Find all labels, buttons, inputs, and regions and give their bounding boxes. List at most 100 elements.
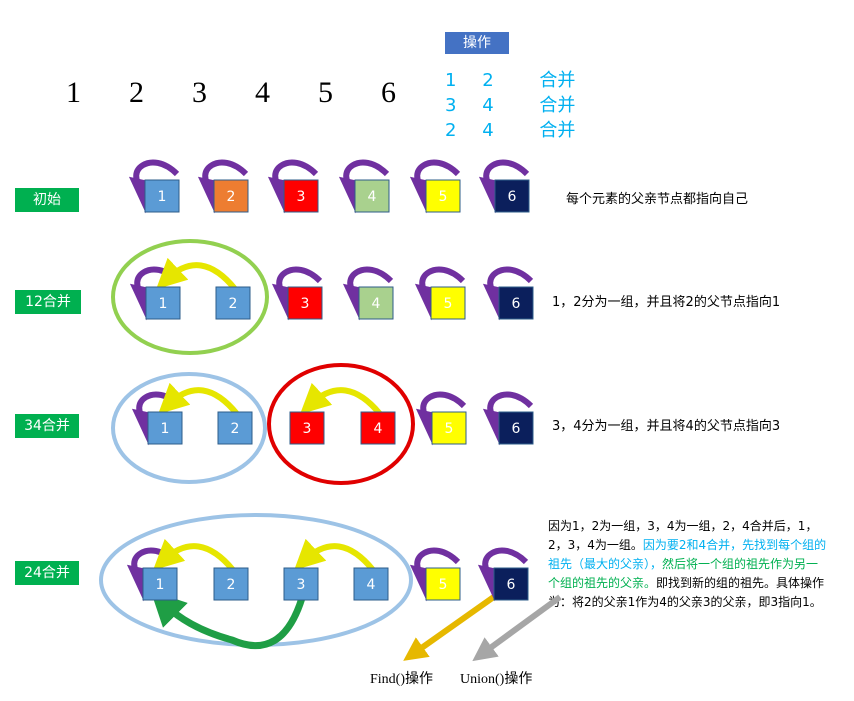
self-loop-arrow-1: [128, 159, 180, 214]
stage-description-merge-24: 因为1，2为一组，3，4为一组，2，4合并后，1，2，3，4为一组。因为要2和4…: [548, 517, 828, 612]
operation-row: 1 2 合并: [445, 66, 575, 92]
node-box-2: [213, 567, 249, 601]
node-box-2: [213, 179, 249, 213]
stage-label-merge-12: 12合并: [15, 290, 81, 314]
node-label-1: 1: [161, 421, 170, 437]
parent-link-arrow-2-to-1: [156, 257, 238, 291]
stage-label-merge-24: 24合并: [15, 561, 79, 585]
node-box-3: [283, 567, 319, 601]
group-ring-12: [111, 372, 267, 484]
node-box-4: [358, 286, 394, 320]
node-box-1: [147, 411, 183, 445]
node-box-6: [498, 286, 534, 320]
description-part: 因为1，2为一组，3，4为一组，2，4合并后，1，2，3，4为一组。: [548, 519, 818, 552]
node-label-2: 2: [231, 421, 240, 437]
node-box-6: [498, 411, 534, 445]
node-box-5: [431, 411, 467, 445]
node-box-6: [494, 179, 530, 213]
node-label-1: 1: [158, 189, 167, 205]
operation-a: 1: [445, 70, 457, 91]
node-box-1: [142, 567, 178, 601]
self-loop-arrow-3: [271, 266, 323, 321]
node-label-1: 1: [159, 296, 168, 312]
stage-label-merge-34: 34合并: [15, 414, 79, 438]
node-label-6: 6: [508, 189, 517, 205]
operation-b: 4: [482, 95, 494, 116]
self-loop-arrow-5: [415, 391, 467, 446]
group-ring-34: [267, 363, 415, 485]
node-box-3: [287, 286, 323, 320]
self-loop-arrow-5: [409, 547, 461, 602]
union-arrow: [472, 594, 562, 662]
node-box-5: [425, 567, 461, 601]
header-number-2: 2: [129, 76, 144, 109]
union-caption: Union()操作: [460, 672, 533, 687]
header-number-6: 6: [381, 76, 396, 109]
operation-a: 3: [445, 95, 457, 116]
node-box-1: [145, 286, 181, 320]
node-label-4: 4: [367, 577, 376, 593]
operation-row: 3 4 合并: [445, 91, 575, 117]
header-number-1: 1: [66, 76, 81, 109]
parent-link-arrow-4-to-3: [299, 382, 383, 416]
node-box-4: [360, 411, 396, 445]
parent-link-arrow-2-to-1: [152, 538, 236, 572]
operation-row: 2 4 合并: [445, 116, 575, 142]
node-label-2: 2: [227, 577, 236, 593]
header-number-4: 4: [255, 76, 270, 109]
node-label-4: 4: [372, 296, 381, 312]
self-loop-arrow-6: [478, 159, 530, 214]
node-label-6: 6: [507, 577, 516, 593]
node-label-3: 3: [303, 421, 312, 437]
header-number-5: 5: [318, 76, 333, 109]
node-label-3: 3: [301, 296, 310, 312]
node-label-4: 4: [374, 421, 383, 437]
find-caption: Find()操作: [370, 672, 433, 687]
self-loop-arrow-3: [267, 159, 319, 214]
node-label-1: 1: [156, 577, 165, 593]
stage-note-merge-12: 1，2分为一组，并且将2的父节点指向1: [552, 295, 781, 310]
node-box-5: [430, 286, 466, 320]
operations-title: 操作: [445, 32, 509, 54]
stage-note-merge-34: 3，4分为一组，并且将4的父节点指向3: [552, 419, 781, 434]
operation-b: 2: [482, 70, 494, 91]
self-loop-arrow-2: [197, 159, 249, 214]
node-box-5: [425, 179, 461, 213]
self-loop-arrow-4: [342, 266, 394, 321]
operation-type: 合并: [539, 70, 576, 91]
group-ring-12: [111, 239, 269, 355]
description-part: 因为要2和4合并，先找到每个组的祖先（最大的父亲），: [548, 538, 827, 571]
operation-b: 4: [482, 120, 494, 141]
node-box-4: [354, 179, 390, 213]
node-box-2: [215, 286, 251, 320]
description-part: 即找到新的组的祖先。具体操作为：将2的父亲1作为4的父亲3的父亲，即3指向1。: [548, 576, 825, 609]
self-loop-arrow-6: [477, 547, 529, 602]
node-label-5: 5: [439, 577, 448, 593]
operation-type: 合并: [539, 120, 576, 141]
operation-type: 合并: [539, 95, 576, 116]
parent-link-arrow-3-to-1: [150, 590, 306, 650]
node-label-4: 4: [368, 189, 377, 205]
node-label-2: 2: [227, 189, 236, 205]
self-loop-arrow-4: [338, 159, 390, 214]
node-label-2: 2: [229, 296, 238, 312]
self-loop-arrow-5: [414, 266, 466, 321]
node-label-3: 3: [297, 189, 306, 205]
node-label-5: 5: [439, 189, 448, 205]
stage-label-initial: 初始: [15, 188, 79, 212]
self-loop-arrow-5: [409, 159, 461, 214]
node-box-2: [217, 411, 253, 445]
node-label-6: 6: [512, 421, 521, 437]
description-part: 然后将一个组的祖先作为另一个组的祖先的父亲。: [548, 557, 819, 590]
node-label-3: 3: [297, 577, 306, 593]
node-box-3: [289, 411, 325, 445]
node-box-1: [144, 179, 180, 213]
operation-a: 2: [445, 120, 457, 141]
header-number-3: 3: [192, 76, 207, 109]
node-label-5: 5: [444, 296, 453, 312]
node-box-4: [353, 567, 389, 601]
node-label-6: 6: [512, 296, 521, 312]
node-box-3: [283, 179, 319, 213]
